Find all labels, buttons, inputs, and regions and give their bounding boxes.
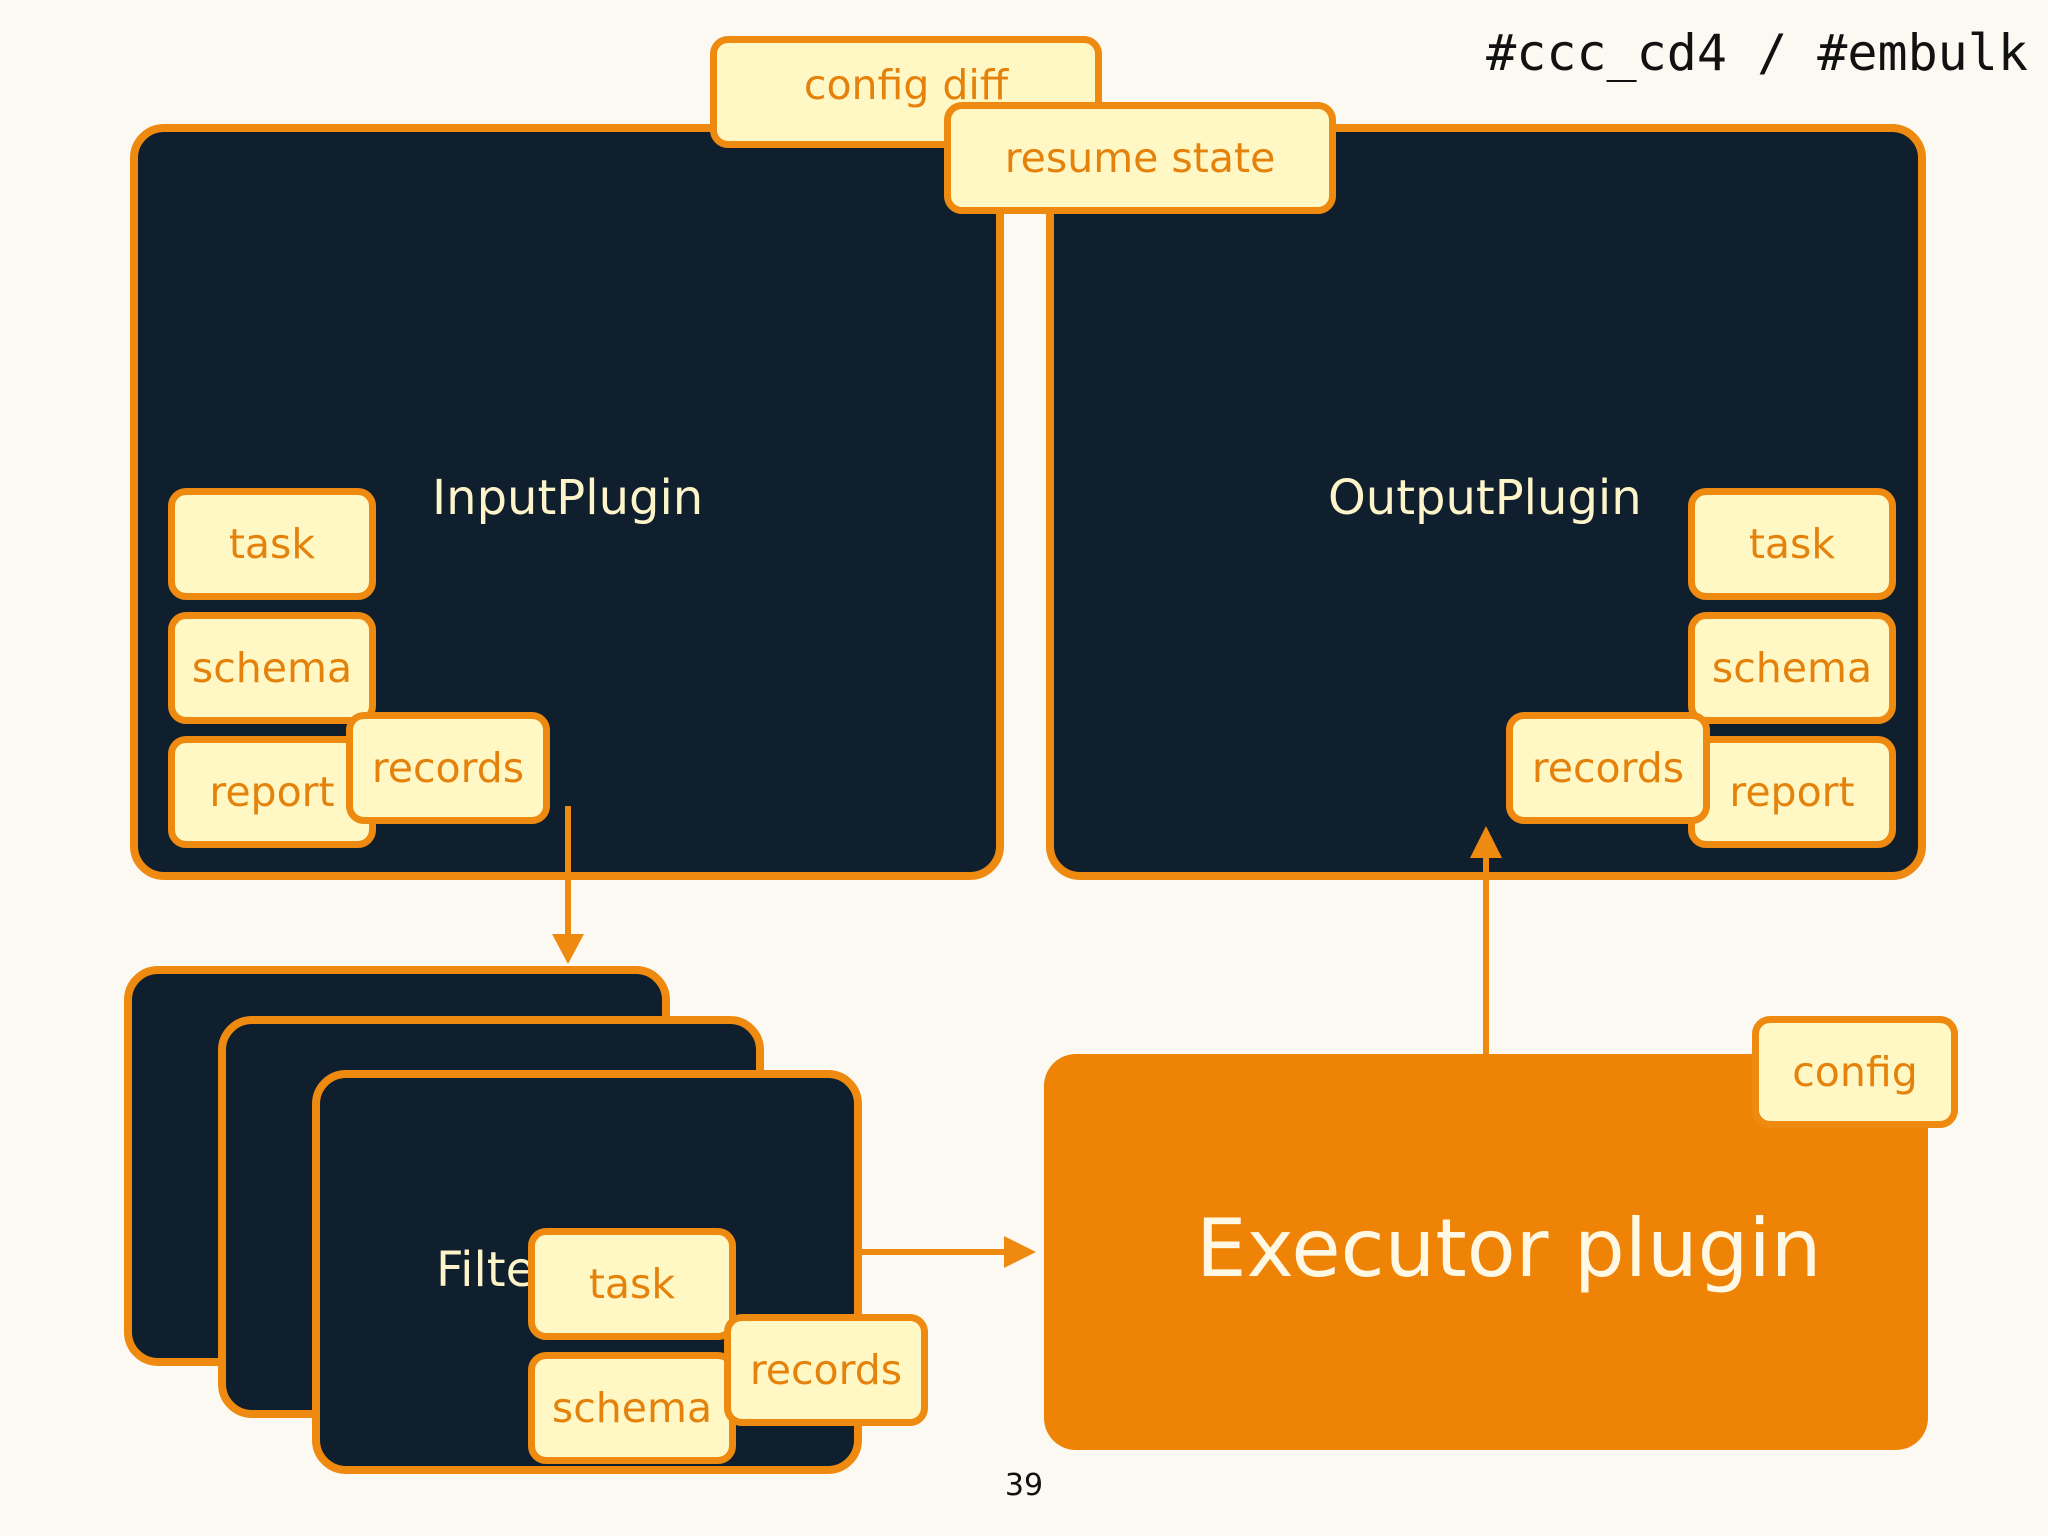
output-report-tag: report	[1688, 736, 1896, 848]
filter-plugin-label: Filte	[436, 1242, 536, 1298]
executor-plugin-label: Executor plugin	[1196, 1202, 1822, 1295]
filter-task-tag: task	[528, 1228, 736, 1340]
hashtags: #ccc_cd4 / #embulk	[1486, 24, 2028, 82]
output-records-tag: records	[1506, 712, 1710, 824]
filter-records-tag: records	[724, 1314, 928, 1426]
output-plugin-label: OutputPlugin	[1328, 470, 1642, 526]
input-records-tag: records	[346, 712, 550, 824]
input-plugin-label: InputPlugin	[432, 470, 704, 526]
executor-config-tag: config	[1752, 1016, 1958, 1128]
input-schema-tag: schema	[168, 612, 376, 724]
filter-schema-tag: schema	[528, 1352, 736, 1464]
input-task-tag: task	[168, 488, 376, 600]
input-report-tag: report	[168, 736, 376, 848]
resume-state-tag: resume state	[944, 102, 1336, 214]
output-task-tag: task	[1688, 488, 1896, 600]
arrowhead-input-to-filter	[552, 934, 584, 964]
output-schema-tag: schema	[1688, 612, 1896, 724]
arrowhead-filter-to-executor	[1004, 1236, 1036, 1268]
page-number: 39	[1004, 1468, 1044, 1503]
